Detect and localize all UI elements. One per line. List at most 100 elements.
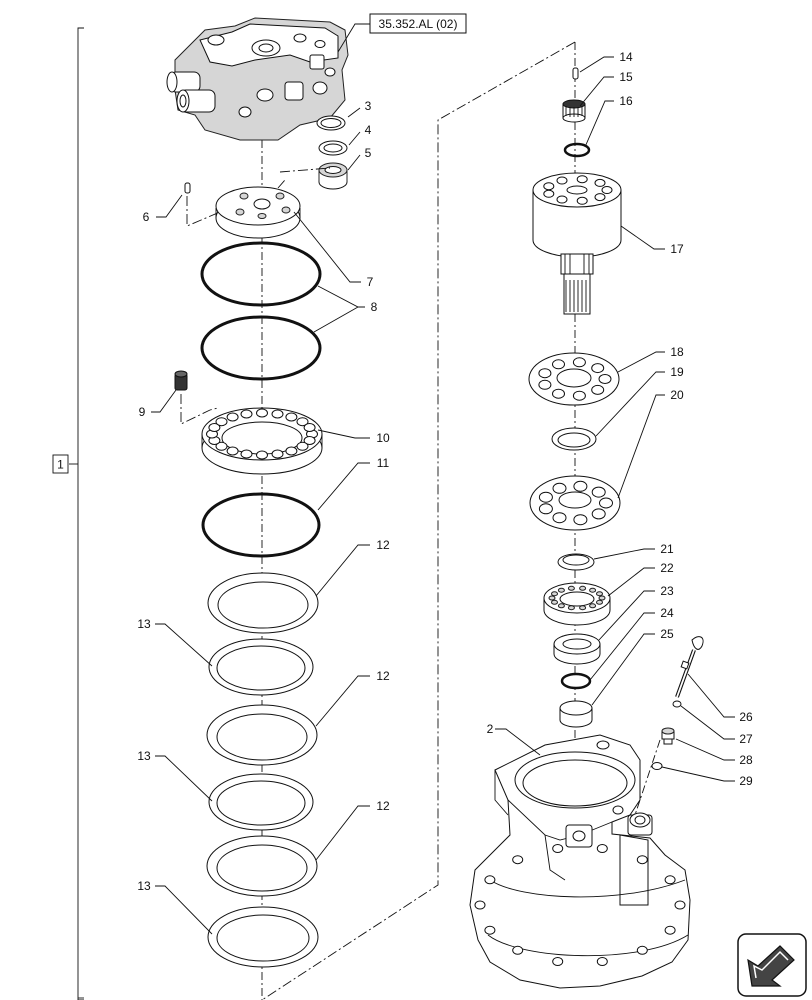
bearing-ball [551, 599, 558, 605]
flange-bolt [484, 925, 496, 935]
retainer-hole [256, 408, 268, 418]
bearing-ball [598, 595, 606, 601]
part-23-bushing [553, 633, 601, 665]
part-7-valve-plate [215, 186, 301, 239]
callout-24: 24 [660, 606, 674, 620]
flange-bolt [512, 855, 524, 865]
part-15-collar [562, 99, 586, 123]
callout-23: 23 [660, 584, 674, 598]
retainer-hole [240, 409, 253, 419]
callout-12-c: 12 [376, 799, 390, 813]
flange-bolt [596, 844, 608, 853]
part-10-holes [206, 408, 318, 460]
plate-hole [552, 359, 565, 370]
piston-bore [556, 195, 568, 204]
retainer-hole [285, 412, 298, 422]
part-27-washer [672, 700, 682, 708]
plate-hole [598, 374, 612, 384]
bearing-ball [551, 591, 558, 597]
bearing-ball [589, 587, 597, 593]
retainer-hole [271, 449, 284, 459]
piston-bore [601, 186, 613, 194]
callout-29: 29 [739, 774, 753, 788]
flange-bolt [636, 855, 648, 865]
callout-13-c: 13 [137, 879, 151, 893]
retainer-hole [285, 446, 298, 456]
callout-19: 19 [670, 365, 684, 379]
plate-hole [591, 363, 605, 374]
flange-bolt [664, 925, 676, 935]
part-13-disc-b [208, 773, 314, 831]
part-10-cylinder-retainer [201, 407, 323, 475]
plate-hole [552, 388, 565, 399]
part-2-flange-bolts [474, 844, 686, 966]
part-25-sleeve [559, 700, 593, 728]
piston-bore [576, 196, 588, 205]
part-20-shoe-plate [529, 475, 621, 531]
reference-callout[interactable]: 35.352.AL (02) [337, 13, 467, 53]
piston-bore [543, 182, 555, 191]
shoe-hole [591, 486, 606, 498]
part-26-level-gauge [675, 636, 704, 698]
piston-bore [594, 193, 606, 202]
retainer-hole [215, 441, 228, 451]
callout-12-b: 12 [376, 669, 390, 683]
part-22-balls [548, 585, 606, 611]
reference-label[interactable]: 35.352.AL (02) [379, 17, 458, 31]
flange-bolt [552, 844, 564, 853]
callout-4: 4 [365, 123, 372, 137]
bearing-ball [579, 585, 587, 591]
callout-20: 20 [670, 388, 684, 402]
part-5-bushing [318, 162, 348, 190]
callout-13-b: 13 [137, 749, 151, 763]
part-20-holes [538, 480, 613, 526]
part-28-plug [661, 727, 675, 745]
callout-15: 15 [619, 70, 633, 84]
part-2-motor-housing [469, 734, 691, 989]
callout-numbers: 3 4 5 6 7 8 9 10 11 12 13 12 13 12 13 14… [137, 50, 753, 893]
retainer-hole [226, 412, 239, 422]
shoe-hole [591, 508, 606, 520]
callout-14: 14 [619, 50, 633, 64]
flange-bolt [674, 900, 686, 910]
piston-bore [543, 189, 555, 198]
retainer-hole [240, 449, 253, 459]
callout-2: 2 [487, 722, 494, 736]
plate-hole [538, 379, 552, 390]
shoe-hole [599, 497, 613, 509]
bearing-ball [557, 587, 565, 593]
part-29-washer [651, 762, 663, 770]
flange-bolt [552, 957, 564, 966]
part-21-ring [557, 553, 595, 571]
part-3-ring [316, 115, 346, 131]
callout-10: 10 [376, 431, 390, 445]
callout-21: 21 [660, 542, 674, 556]
callout-8: 8 [371, 300, 378, 314]
retainer-hole [226, 446, 239, 456]
retainer-hole [303, 423, 316, 432]
part-18-holes [538, 357, 612, 401]
flange-bolt [596, 957, 608, 966]
part-9-plug [174, 370, 188, 391]
flange-bolt [484, 875, 496, 885]
part-16-snap-ring [563, 142, 591, 158]
part-12-disc-c [206, 835, 318, 897]
callout-6: 6 [143, 210, 150, 224]
callout-13-a: 13 [137, 617, 151, 631]
bearing-ball [567, 605, 575, 611]
part-8-o-ring-lower [200, 315, 322, 381]
retainer-hole [215, 417, 228, 427]
part-14-pin [572, 67, 579, 80]
part-6-pin [184, 182, 191, 194]
shoe-hole [538, 503, 553, 515]
callout-28: 28 [739, 753, 753, 767]
callout-27: 27 [739, 732, 753, 746]
shoe-hole [573, 480, 588, 492]
arrow-next-icon[interactable] [737, 933, 807, 997]
piston-bore [576, 175, 588, 184]
bearing-ball [596, 591, 603, 597]
flange-bolt [474, 900, 486, 910]
callout-16: 16 [619, 94, 633, 108]
retainer-hole [208, 423, 221, 432]
